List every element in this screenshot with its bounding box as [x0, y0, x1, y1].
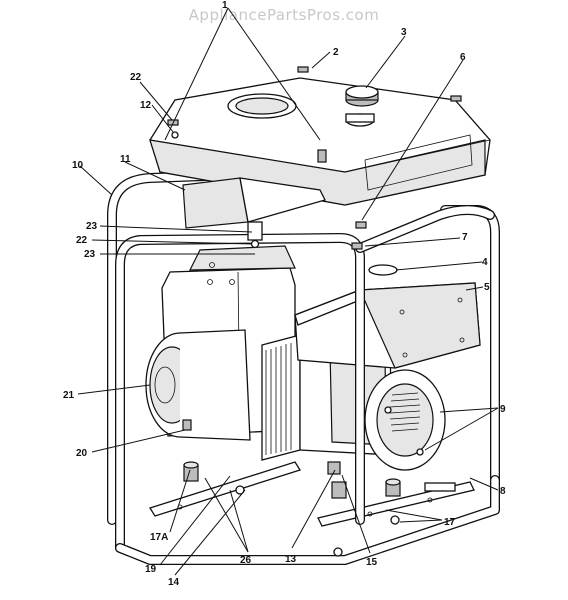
callout-13: 13 [285, 554, 297, 565]
callout-9: 9 [500, 404, 506, 415]
callout-3: 3 [401, 27, 407, 38]
callout-15: 15 [366, 557, 378, 568]
callout-23-top: 23 [86, 221, 98, 232]
callout-17a: 17A [150, 532, 168, 543]
callout-8: 8 [500, 486, 506, 497]
callout-12: 12 [140, 100, 152, 111]
callout-1: 1 [222, 0, 228, 11]
callout-26: 26 [240, 555, 252, 566]
recoil-starter-housing [145, 329, 251, 441]
callout-7: 7 [462, 232, 468, 243]
callout-22-mid: 22 [76, 235, 88, 246]
frame-front-tube [115, 205, 500, 565]
callout-2: 2 [333, 47, 339, 58]
tank-mount-bracket [182, 177, 326, 249]
callout-4: 4 [482, 257, 488, 268]
callout-labels: 1 2 3 4 5 6 7 8 9 10 11 12 13 14 15 17 1… [63, 0, 506, 588]
hardware-bolts [167, 66, 462, 557]
control-panel-box [294, 282, 481, 369]
callout-20: 20 [76, 448, 88, 459]
callout-6: 6 [460, 52, 466, 63]
callout-14: 14 [168, 577, 180, 588]
callout-23-bottom: 23 [84, 249, 96, 260]
fuel-cap [345, 85, 379, 107]
callout-22-top: 22 [130, 72, 142, 83]
callout-11: 11 [120, 154, 131, 165]
callout-5: 5 [484, 282, 490, 293]
callout-21: 21 [63, 390, 75, 401]
callout-19: 19 [145, 564, 157, 575]
callout-10: 10 [72, 160, 84, 171]
fuel-tank [149, 77, 491, 206]
callout-17: 17 [444, 517, 456, 528]
leader-lines [77, 7, 499, 576]
